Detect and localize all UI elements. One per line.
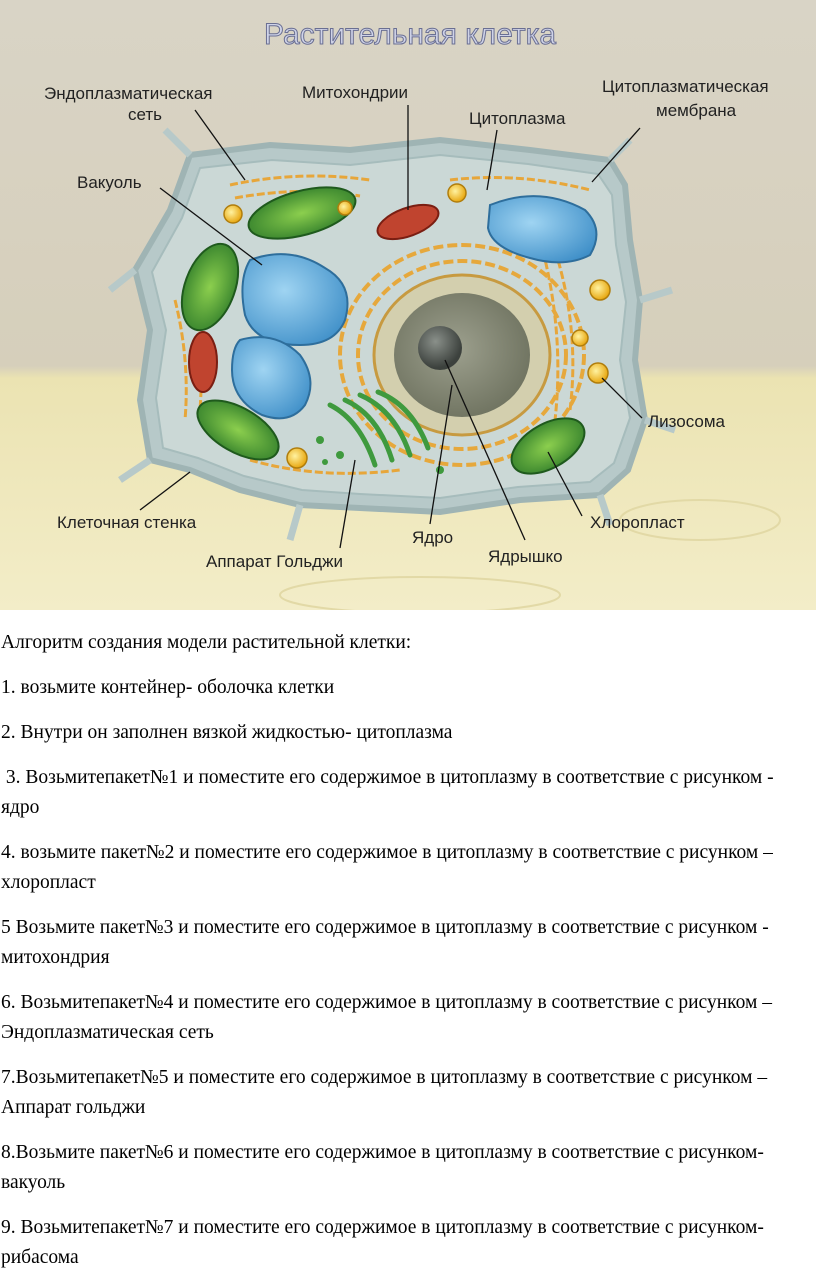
step-7: 7.Возьмитепакет№5 и поместите его содерж… — [1, 1067, 768, 1118]
label-cytoplasm: Цитоплазма — [469, 109, 566, 128]
plant-cell-figure: Растительная клетка Эндоплазматическая с… — [0, 0, 816, 610]
instructions-heading: Алгоритм создания модели растительной кл… — [1, 632, 412, 653]
label-membrane-line1: Цитоплазматическая — [602, 77, 769, 96]
label-vacuole: Вакуоль — [77, 173, 142, 192]
label-golgi: Аппарат Гольджи — [206, 552, 343, 571]
golgi-apparatus — [327, 389, 431, 468]
mitochondria-group — [188, 203, 440, 393]
plant-cell-diagram: Растительная клетка Эндоплазматическая с… — [0, 0, 816, 610]
nucleus — [394, 293, 530, 417]
step-5: 5 Возьмите пакет№3 и поместите его содер… — [1, 917, 769, 968]
step-3: 3. Возьмитепакет№1 и поместите его содер… — [1, 767, 779, 818]
instructions-text: Алгоритм создания модели растительной кл… — [0, 628, 816, 1288]
label-nucleolus: Ядрышко — [488, 547, 563, 566]
chloroplasts — [180, 186, 586, 475]
label-mitochondria: Митохондрии — [302, 83, 408, 102]
leader-lines — [139, 105, 643, 549]
label-membrane-line2: мембрана — [656, 101, 737, 120]
er-network — [173, 174, 591, 475]
step-8: 8.Возьмите пакет№6 и поместите его содер… — [1, 1142, 764, 1193]
vacuole-lower — [230, 336, 312, 420]
vacuole-right — [486, 195, 598, 264]
step-2: 2. Внутри он заполнен вязкой жидкостью- … — [1, 722, 453, 743]
label-er-line2: сеть — [128, 105, 162, 124]
label-nucleus: Ядро — [412, 528, 453, 547]
label-cell-wall: Клеточная стенка — [57, 513, 197, 532]
figure-title: Растительная клетка — [264, 18, 556, 51]
vacuole-main — [241, 253, 349, 347]
step-6: 6. Возьмитепакет№4 и поместите его содер… — [1, 992, 772, 1043]
lysosomes — [223, 183, 611, 469]
step-1: 1. возьмите контейнер- оболочка клетки — [1, 677, 335, 698]
step-4: 4. возьмите пакет№2 и поместите его соде… — [1, 842, 773, 893]
nucleolus — [418, 326, 462, 370]
step-9: 9. Возьмитепакет№7 и поместите его содер… — [1, 1217, 764, 1268]
label-chloroplast: Хлоропласт — [590, 513, 685, 532]
label-lysosome: Лизосома — [648, 412, 726, 431]
label-er-line1: Эндоплазматическая — [44, 84, 213, 103]
nucleus-group — [338, 243, 586, 467]
